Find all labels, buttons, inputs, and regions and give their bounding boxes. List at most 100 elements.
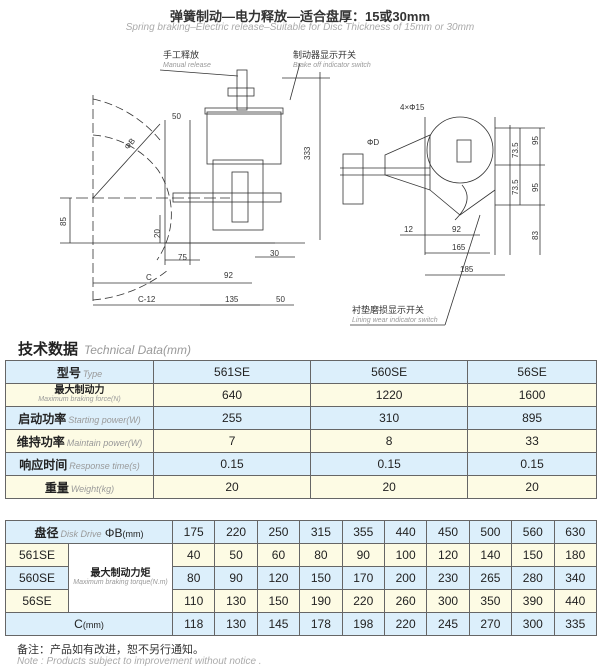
lining-wear-en: Lining wear indicator switch <box>352 317 438 324</box>
cell: 120 <box>256 566 301 590</box>
cell: 8 <box>310 429 469 453</box>
page-title: 弹簧制动—电力释放—适合盘厚：15或30mm <box>169 9 431 24</box>
c-label: C(mm) <box>5 612 173 636</box>
dim-phiB: ΦB <box>123 137 137 152</box>
dim-20: 20 <box>153 229 162 238</box>
dim-95-bottom: 95 <box>531 183 540 192</box>
cell: 120 <box>426 543 470 567</box>
cell: 60 <box>256 543 301 567</box>
cell: 250 <box>256 520 301 544</box>
cell: 315 <box>299 520 343 544</box>
dim-92: 92 <box>224 271 233 280</box>
cell: 0.15 <box>467 452 597 476</box>
model-label: 56SE <box>5 589 69 613</box>
dim-85: 85 <box>59 217 68 226</box>
cell: 245 <box>426 612 470 636</box>
cell: 140 <box>468 543 513 567</box>
dim-phiD: ΦD <box>367 138 379 147</box>
cell: 255 <box>152 406 312 430</box>
cell: 440 <box>383 520 428 544</box>
note-en: Note : Products subject to improvement w… <box>17 656 262 667</box>
cell: 170 <box>341 566 385 590</box>
cell: 20 <box>152 475 312 499</box>
lining-wear-cn: 衬垫磨损显示开关 <box>352 304 424 315</box>
cell: 33 <box>467 429 597 453</box>
cell: 220 <box>383 612 428 636</box>
cell: 220 <box>341 589 385 613</box>
cell: 130 <box>214 589 258 613</box>
dim-c: C <box>146 273 152 282</box>
cell: 350 <box>468 589 513 613</box>
cell: 310 <box>310 406 469 430</box>
cell: 200 <box>383 566 428 590</box>
cell: 335 <box>553 612 598 636</box>
cell: 175 <box>171 520 216 544</box>
dim-30: 30 <box>270 249 279 258</box>
cell: 180 <box>553 543 598 567</box>
model-label: 561SE <box>5 543 69 567</box>
cell: 150 <box>299 566 343 590</box>
cell: 1600 <box>467 383 597 407</box>
dim-83: 83 <box>531 231 540 240</box>
cell: 560 <box>511 520 555 544</box>
cell: 340 <box>553 566 598 590</box>
cell: 0.15 <box>310 452 469 476</box>
dim-50-top: 50 <box>172 112 181 121</box>
cell: 178 <box>299 612 343 636</box>
cell: 220 <box>214 520 258 544</box>
cell: 40 <box>171 543 216 567</box>
cell: 90 <box>341 543 385 567</box>
model-header: 560SE <box>310 360 469 384</box>
cell: 640 <box>152 383 312 407</box>
model-label: 560SE <box>5 566 69 590</box>
dim-95-top: 95 <box>531 136 540 145</box>
cell: 280 <box>511 566 555 590</box>
cell: 190 <box>299 589 343 613</box>
dim-holes: 4×Φ15 <box>400 103 425 112</box>
cell: 230 <box>426 566 470 590</box>
page-subtitle: Spring braking–Electric release–Suitable… <box>125 22 475 33</box>
dim-135: 135 <box>225 295 239 304</box>
cell: 50 <box>214 543 258 567</box>
cell: 440 <box>553 589 598 613</box>
manual-release-en: Manual release <box>163 62 211 69</box>
brake-off-cn: 制动器显示开关 <box>293 49 356 60</box>
model-header: 56SE <box>467 360 597 384</box>
dim-165: 165 <box>452 243 466 252</box>
note-cn: 备注：产品如有改进，恕不另行通知。 <box>17 644 204 656</box>
dim-333: 333 <box>303 146 312 160</box>
cell: 20 <box>310 475 469 499</box>
cell: 500 <box>468 520 513 544</box>
cell: 118 <box>171 612 216 636</box>
dim-75: 75 <box>178 253 187 262</box>
dim-12: 12 <box>404 225 413 234</box>
cell: 80 <box>299 543 343 567</box>
cell: 80 <box>171 566 216 590</box>
section-title-en: Technical Data(mm) <box>84 343 191 357</box>
side-view <box>60 62 330 306</box>
dim-73-5-bottom: 73.5 <box>511 179 520 195</box>
cell: 90 <box>214 566 258 590</box>
cell: 265 <box>468 566 513 590</box>
cell: 390 <box>511 589 555 613</box>
cell: 150 <box>256 589 301 613</box>
cell: 300 <box>426 589 470 613</box>
cell: 7 <box>152 429 312 453</box>
